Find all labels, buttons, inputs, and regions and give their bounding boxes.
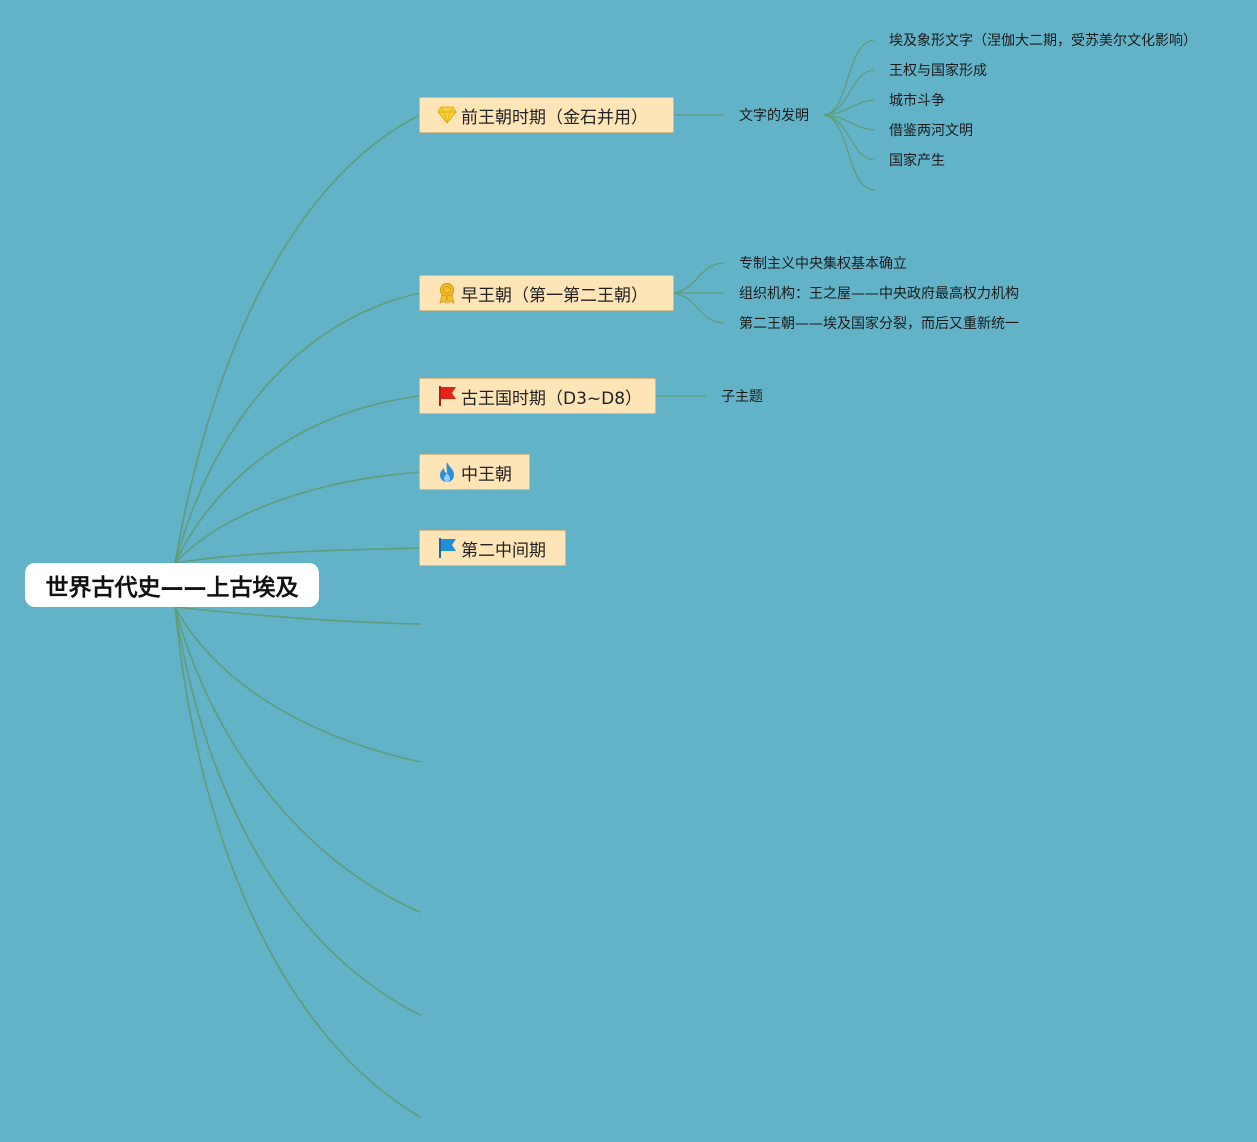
leaf-state-emergence[interactable]: 国家产生: [889, 153, 945, 169]
subtopic-writing-invention[interactable]: 文字的发明: [739, 108, 809, 124]
branch-topic-label: 古王国时期（D3~D8）: [461, 388, 643, 409]
branch-topic-prehistoric[interactable]: 前王朝时期（金石并用）: [419, 97, 674, 133]
connector-root-to-branch-5: [174, 547, 421, 564]
connector-leaf-5: [823, 114, 875, 161]
leaf-kingship-state[interactable]: 王权与国家形成: [889, 63, 987, 79]
connector-root-to-branch-2: [174, 292, 421, 564]
branch-topic-second-intermediate[interactable]: 第二中间期: [419, 530, 566, 566]
branch-topic-label: 中王朝: [461, 464, 512, 485]
connector-root-to-branch-1: [174, 114, 421, 564]
leaf-city-struggle[interactable]: 城市斗争: [889, 93, 945, 109]
root-topic[interactable]: 世界古代史——上古埃及: [25, 563, 319, 607]
branch-topic-old-kingdom[interactable]: 古王国时期（D3~D8）: [419, 378, 656, 414]
blue-flag-icon: [436, 537, 458, 559]
branch-topic-early-dynastic[interactable]: 早王朝（第一第二王朝）: [419, 275, 674, 311]
connector-branch-2-child-3: [672, 292, 725, 324]
red-flag-icon: [436, 385, 458, 407]
connector-root-empty-4: [174, 606, 421, 1016]
diamond-icon: [436, 104, 458, 126]
branch-topic-middle-kingdom[interactable]: 中王朝: [419, 454, 530, 490]
connector-leaf-3: [823, 99, 875, 116]
connector-leaf-1: [823, 39, 875, 116]
connector-root-empty-5: [174, 606, 421, 1118]
subtopic-placeholder[interactable]: 子主题: [721, 389, 763, 405]
branch-topic-label: 前王朝时期（金石并用）: [461, 107, 648, 128]
connector-branch-2-child-1: [672, 262, 725, 294]
subtopic-centralization[interactable]: 专制主义中央集权基本确立: [739, 256, 907, 272]
medal-icon: [436, 282, 458, 304]
branch-topic-label: 第二中间期: [461, 540, 546, 561]
connector-leaf-6: [823, 114, 875, 191]
leaf-hieroglyphs[interactable]: 埃及象形文字（涅伽大二期，受苏美尔文化影响）: [889, 33, 1197, 49]
subtopic-organization[interactable]: 组织机构：王之屋——中央政府最高权力机构: [739, 286, 1019, 302]
connector-root-empty-2: [174, 606, 421, 763]
connector-root-empty-3: [174, 606, 421, 913]
connector-root-to-branch-4: [174, 471, 421, 564]
connector-root-to-branch-3: [174, 395, 421, 564]
subtopic-second-dynasty[interactable]: 第二王朝——埃及国家分裂，而后又重新统一: [739, 316, 1019, 332]
leaf-mesopotamia[interactable]: 借鉴两河文明: [889, 123, 973, 139]
branch-topic-label: 早王朝（第一第二王朝）: [461, 285, 648, 306]
flame-icon: [436, 461, 458, 483]
connector-leaf-2: [823, 69, 875, 116]
root-topic-label: 世界古代史——上古埃及: [45, 575, 299, 601]
connector-root-empty-1: [174, 606, 421, 625]
